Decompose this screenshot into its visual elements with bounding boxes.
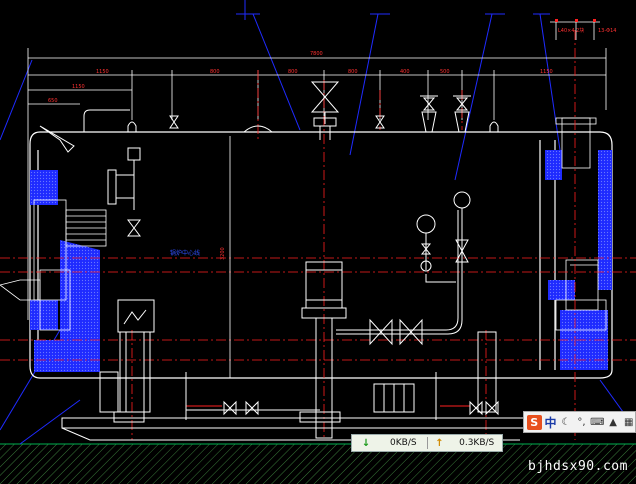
ground-hatch bbox=[0, 444, 636, 484]
upload-arrow-icon: ↑ bbox=[435, 437, 444, 449]
dim-6: 500 bbox=[440, 69, 450, 75]
top-fittings bbox=[39, 81, 499, 153]
furnace-front bbox=[0, 170, 107, 372]
dim-5: 400 bbox=[400, 69, 410, 75]
watermark: bjhdsx90.com bbox=[528, 459, 628, 474]
dimension-lines bbox=[27, 21, 607, 320]
dim-right-1: L40×4 2块 bbox=[558, 27, 584, 34]
dimension-ticks bbox=[555, 19, 596, 22]
download-speed: 0KB/S bbox=[390, 438, 417, 448]
ime-toolbar[interactable]: S 中 ☾ °, ⌨ ▲ ▦ bbox=[523, 411, 636, 433]
dim-left-1: 1150 bbox=[72, 84, 85, 90]
centerlines bbox=[0, 30, 636, 440]
download-arrow-icon: ↓ bbox=[361, 437, 371, 449]
meter-divider bbox=[426, 437, 428, 449]
dim-overall: 7800 bbox=[310, 51, 323, 57]
dim-2: 800 bbox=[210, 69, 220, 75]
skin-icon[interactable]: ▲ bbox=[609, 416, 617, 428]
dim-right-2: 13-Φ14 bbox=[598, 28, 616, 34]
keyboard-icon[interactable]: ⌨ bbox=[590, 416, 605, 428]
upload-speed: 0.3KB/S bbox=[459, 438, 495, 448]
moon-icon[interactable]: ☾ bbox=[561, 416, 571, 428]
water-level-gauge bbox=[107, 147, 141, 237]
feed-pipe bbox=[336, 191, 471, 346]
dim-3: 800 bbox=[288, 69, 298, 75]
ime-mode-toggle[interactable]: 中 bbox=[544, 415, 557, 430]
rear-smokebox bbox=[545, 117, 612, 370]
sogou-logo-icon[interactable]: S bbox=[527, 414, 542, 430]
dim-7: 1150 bbox=[540, 69, 553, 75]
dim-4: 800 bbox=[348, 69, 358, 75]
front-support bbox=[99, 299, 155, 413]
blowdown-pipes bbox=[185, 331, 499, 420]
vertical-dim: 3200 bbox=[220, 247, 226, 260]
dim-1: 1150 bbox=[96, 69, 109, 75]
tools-icon[interactable]: ▦ bbox=[623, 416, 634, 428]
network-speed-meter[interactable]: ↓ 0KB/S ↑ 0.3KB/S bbox=[351, 434, 503, 452]
boiler-shell bbox=[29, 131, 613, 379]
boiler-centerline-label: 锅炉中心线 bbox=[170, 249, 200, 257]
punctuation-icon[interactable]: °, bbox=[577, 416, 586, 428]
dim-left-2: 650 bbox=[48, 98, 58, 104]
feed-pump bbox=[301, 261, 347, 439]
